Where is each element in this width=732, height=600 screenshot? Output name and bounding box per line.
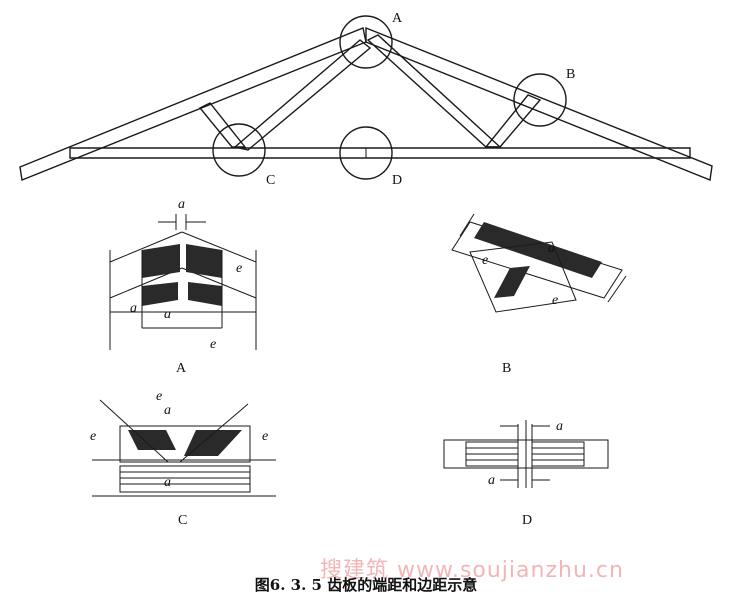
detail-C-e-left: e: [90, 429, 96, 444]
joint-circle-B: [513, 73, 567, 127]
truss-elevation: A B C D: [19, 11, 713, 188]
detail-A-a-top: a: [178, 197, 185, 212]
detail-A-label: A: [176, 361, 187, 376]
detail-A: a a a e e A: [109, 197, 257, 376]
detail-A-e-bottom: e: [210, 337, 216, 352]
right-top-chord: [365, 26, 713, 181]
detail-C-label: C: [178, 513, 187, 528]
detail-A-e-right: e: [236, 261, 242, 276]
detail-B-e-left: e: [482, 253, 488, 268]
detail-D: a a D: [443, 419, 609, 528]
detail-C-a-bottom: a: [164, 475, 171, 490]
joint-circle-D: [339, 126, 393, 180]
right-web-inner: [366, 34, 502, 148]
detail-B-e-right: e: [552, 293, 558, 308]
detail-B-label: B: [502, 361, 511, 376]
joint-circle-A: [339, 15, 393, 69]
detail-B-a: a: [548, 241, 555, 256]
right-web-outer: [484, 94, 542, 148]
label-C: C: [266, 173, 275, 188]
detail-B: a e e B: [451, 213, 627, 376]
left-web-inner: [233, 39, 372, 151]
figure-caption: 图6. 3. 5 齿板的端距和边距示意: [254, 576, 478, 594]
detail-C: e e a e a C: [90, 389, 276, 528]
watermark: 搜建筑 www.soujianzhu.cn: [320, 558, 624, 583]
bottom-chord: [69, 147, 691, 159]
label-A: A: [392, 11, 403, 26]
detail-A-a-mid: a: [164, 307, 171, 322]
label-D: D: [392, 173, 402, 188]
detail-C-e-right: e: [262, 429, 268, 444]
detail-D-a-top: a: [556, 419, 563, 434]
left-web-outer: [198, 102, 247, 148]
joint-circle-C: [212, 123, 266, 177]
detail-D-label: D: [522, 513, 532, 528]
label-B: B: [566, 67, 575, 82]
detail-C-a-top: a: [164, 403, 171, 418]
detail-C-e-top-left: e: [156, 389, 162, 404]
detail-A-a-left: a: [130, 301, 137, 316]
detail-D-a-bottom: a: [488, 473, 495, 488]
left-top-chord: [19, 27, 367, 181]
